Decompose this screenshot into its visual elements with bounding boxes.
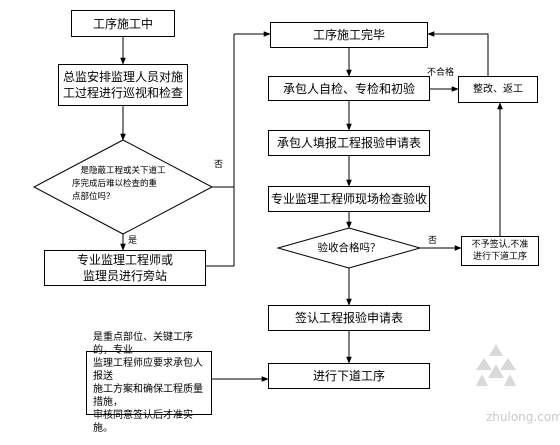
step-submit-application: 承包人填报工程报验申请表: [268, 130, 430, 156]
watermark-text: zhulong.com: [486, 410, 560, 424]
step-site-inspection: 专业监理工程师现场检查验收: [268, 186, 430, 212]
key-part-question: 是隐蔽工程或关下道工 序完成后难以检查的重 点部位吗？: [72, 166, 166, 202]
line-station-to-complete: [205, 187, 235, 267]
step-patrol-inspection: 总监安排监理人员对施工过程进行巡视和检查: [58, 64, 188, 106]
watermark-logo: [470, 342, 522, 392]
no-label-qualified: 否: [428, 236, 438, 246]
step-side-station: 专业监理工程师或监理员进行旁站: [44, 250, 206, 286]
key-part-note: 是重点部位、关键工序的，专业 监理工程师应要求承包人报送 施工方案和确保工程质量…: [86, 332, 212, 434]
yes-label: 是: [128, 236, 138, 246]
step-in-construction: 工序施工中: [71, 10, 175, 37]
step-rectify-rework: 整改、返工: [458, 76, 538, 103]
step-sign-application: 签认工程报验申请表: [268, 305, 430, 331]
step-self-check: 承包人自检、专检和初验: [268, 76, 430, 101]
step-work-complete: 工序施工完毕: [270, 22, 428, 48]
no-label-key-part: 否: [214, 160, 224, 170]
step-not-signed: 不予签认,不准进行下道工序: [461, 236, 539, 266]
line-rectify-back: [427, 31, 489, 76]
qualified-question: 验收合格吗？: [317, 242, 381, 254]
fail-label: 不合格: [427, 68, 455, 78]
logo-icon: [476, 344, 516, 386]
step-next-process: 进行下道工序: [268, 363, 430, 389]
